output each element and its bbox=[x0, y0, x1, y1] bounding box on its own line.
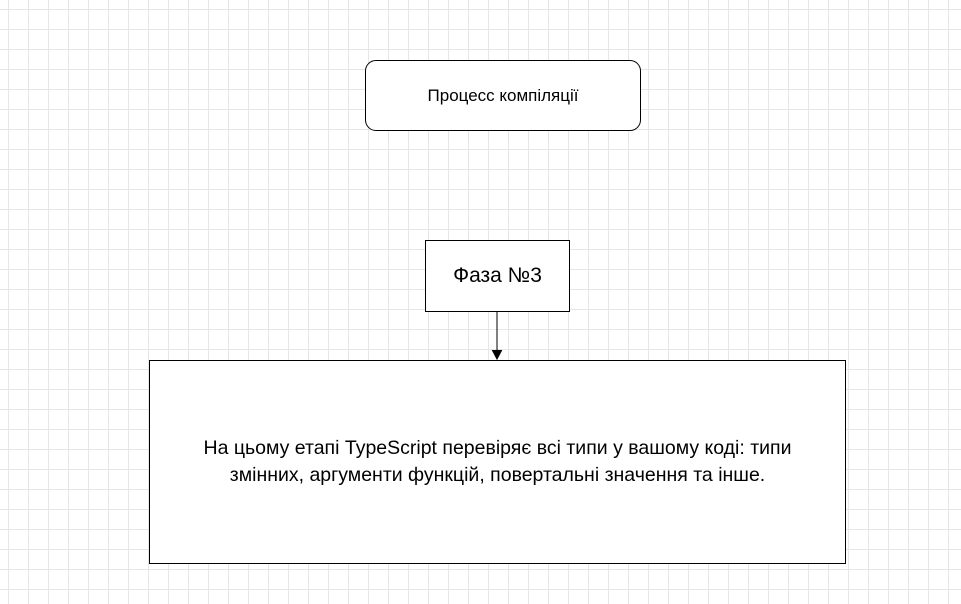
title-node-label: Процесс компіляції bbox=[427, 85, 579, 105]
description-node-label: На цьому етапі TypeScript перевіряє всі … bbox=[203, 437, 792, 486]
phase-node-label: Фаза №3 bbox=[453, 264, 542, 287]
title-node[interactable]: Процесс компіляції bbox=[365, 60, 641, 131]
phase-node[interactable]: Фаза №3 bbox=[425, 240, 570, 312]
arrowhead-icon bbox=[491, 350, 503, 361]
description-node[interactable]: На цьому етапі TypeScript перевіряє всі … bbox=[149, 360, 846, 564]
